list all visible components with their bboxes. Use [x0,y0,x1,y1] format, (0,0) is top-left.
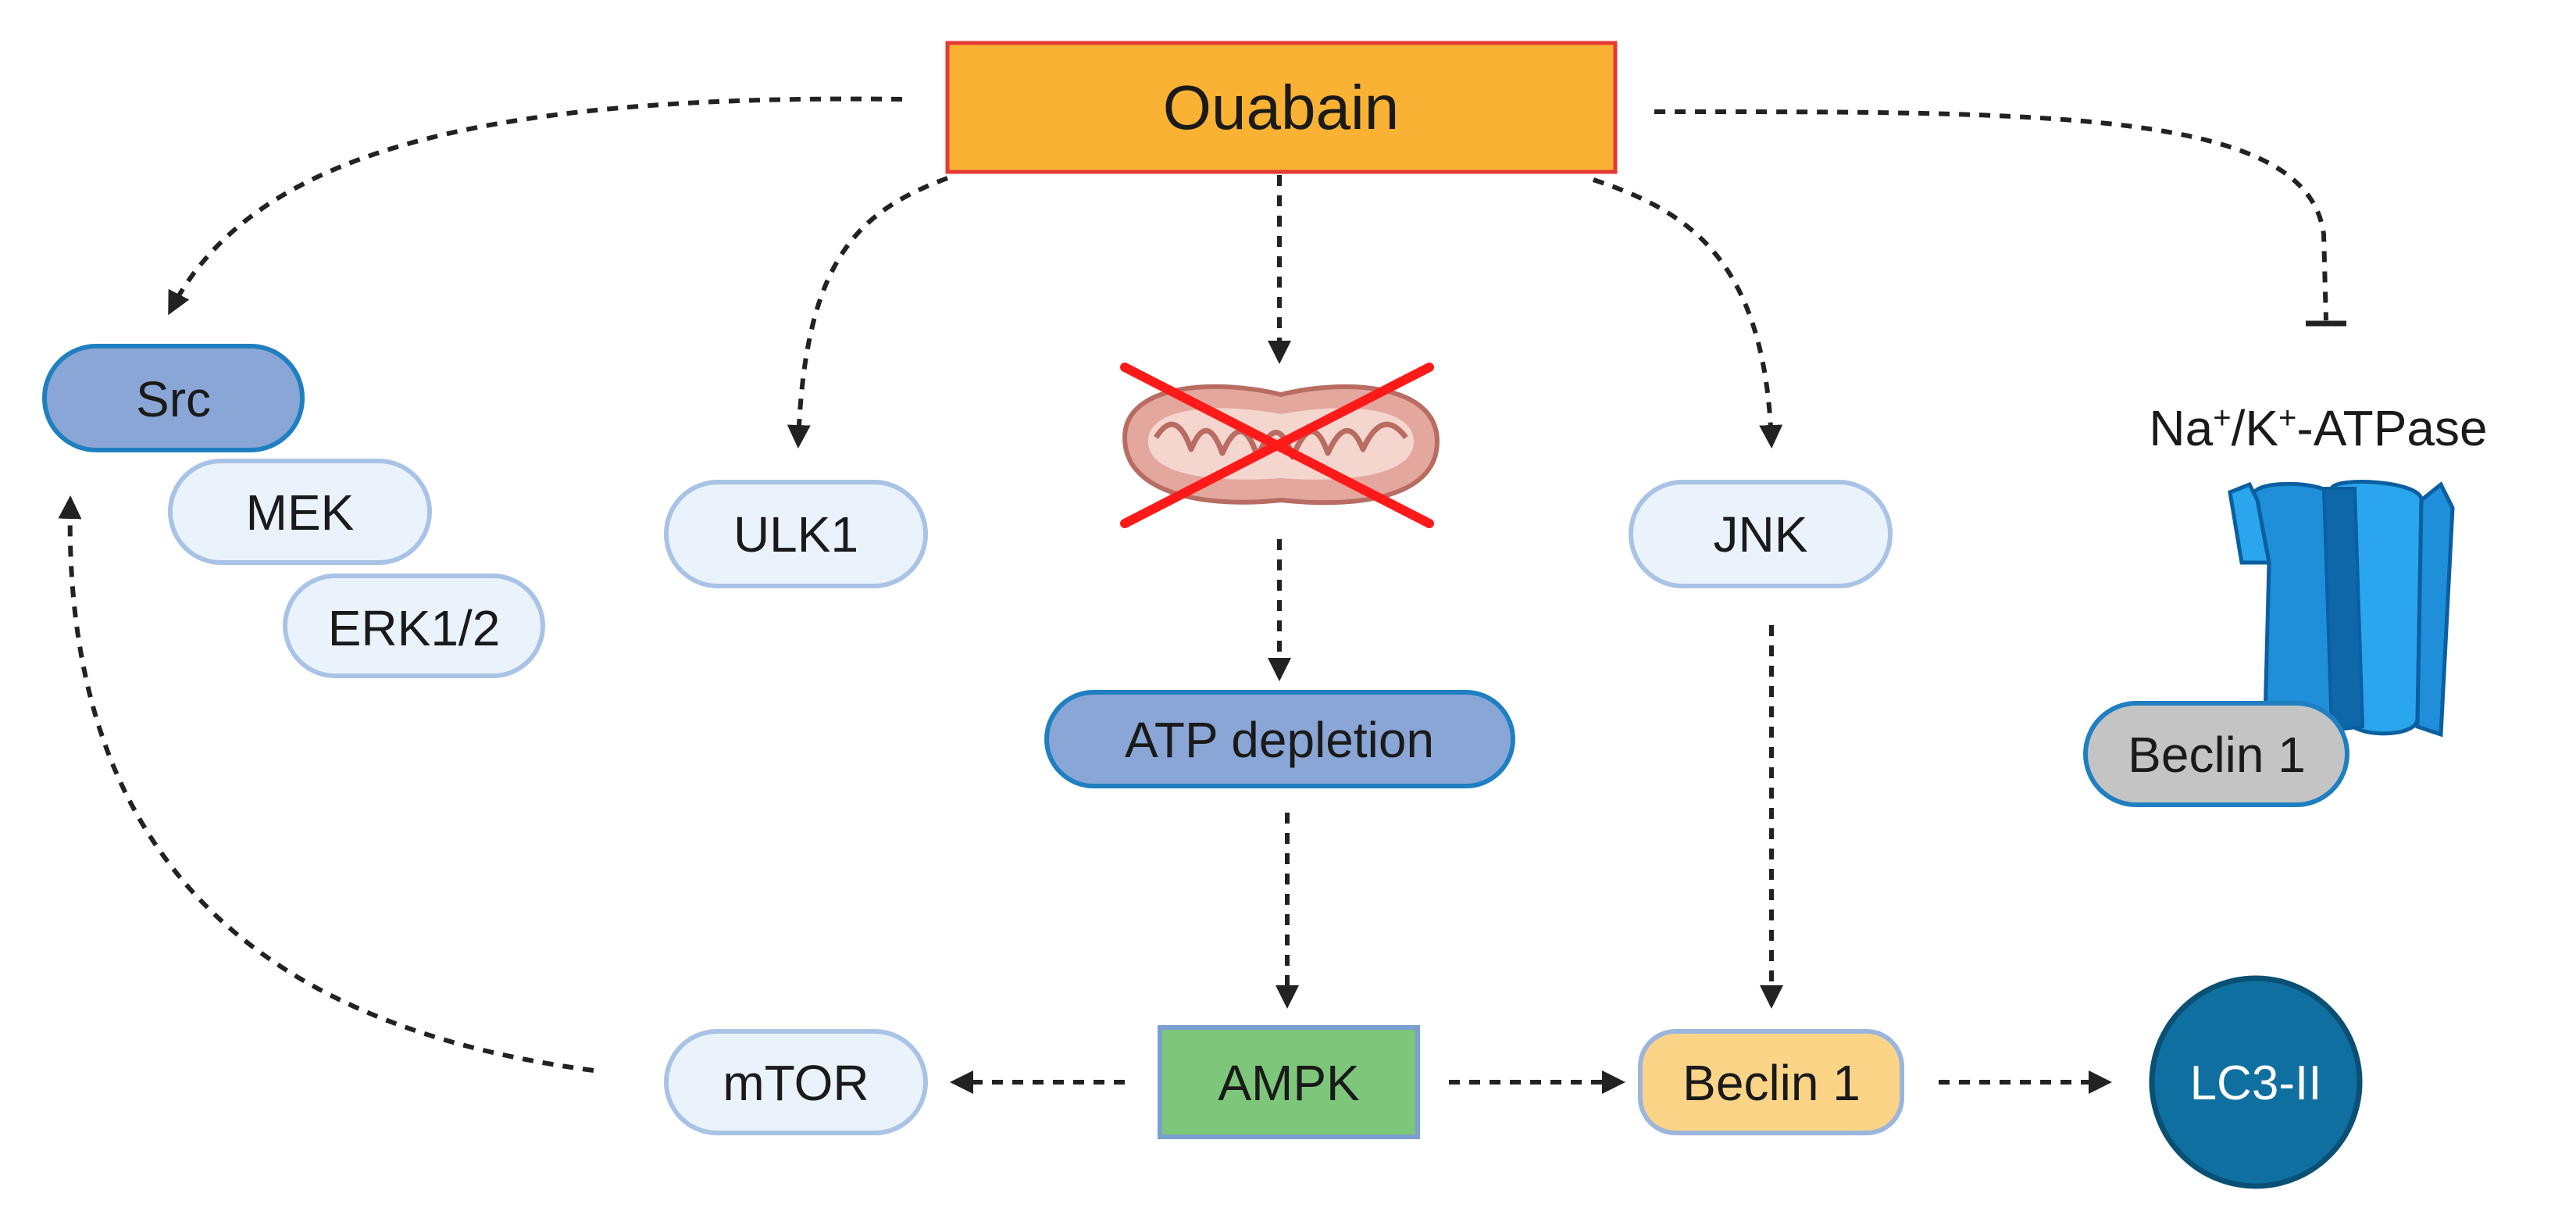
beclin-node: Beclin 1 [1638,1029,1904,1135]
beclin-label: Beclin 1 [1682,1055,1861,1111]
ulk1-label: ULK1 [733,506,858,563]
erk1-2-node: ERK1/2 [283,574,545,678]
beclin-membrane-node: Beclin 1 [2083,701,2349,807]
ion-channel-icon [2228,480,2455,738]
lc3-ii-label: LC3-II [2190,1056,2322,1110]
src-node: Src [42,344,305,452]
atp-depletion-label: ATP depletion [1125,712,1434,768]
ouabain-node: Ouabain [945,41,1618,174]
atp-depletion-node: ATP depletion [1044,690,1515,788]
src-label: Src [136,371,211,427]
jnk-node: JNK [1629,480,1893,588]
edges [58,96,2346,1094]
mek-label: MEK [246,484,355,541]
atpase-label: Na+/K+-ATPase [2149,400,2487,456]
mek-node: MEK [168,459,432,565]
edge-ouabain-to-src [168,96,903,316]
ulk1-node: ULK1 [664,480,928,588]
ouabain-label: Ouabain [1163,73,1399,142]
jnk-label: JNK [1714,506,1808,563]
mitochondrion-icon [1120,363,1440,528]
edge-mtor-to-src [58,495,594,1073]
mtor-node: mTOR [664,1029,928,1135]
blocked-cross-icon [1120,363,1434,528]
edge-ouabain-inhibits-atpase [1654,109,2328,321]
erk1-2-label: ERK1/2 [328,600,501,656]
beclin-membrane-label: Beclin 1 [2128,727,2306,783]
edge-ouabain-to-jnk [1593,177,1783,448]
edge-ouabain-to-ulk1 [787,176,949,448]
ampk-node: AMPK [1158,1025,1420,1139]
ampk-label: AMPK [1218,1055,1359,1111]
lc3-ii-node: LC3-II [2149,975,2363,1189]
mtor-label: mTOR [722,1055,869,1111]
